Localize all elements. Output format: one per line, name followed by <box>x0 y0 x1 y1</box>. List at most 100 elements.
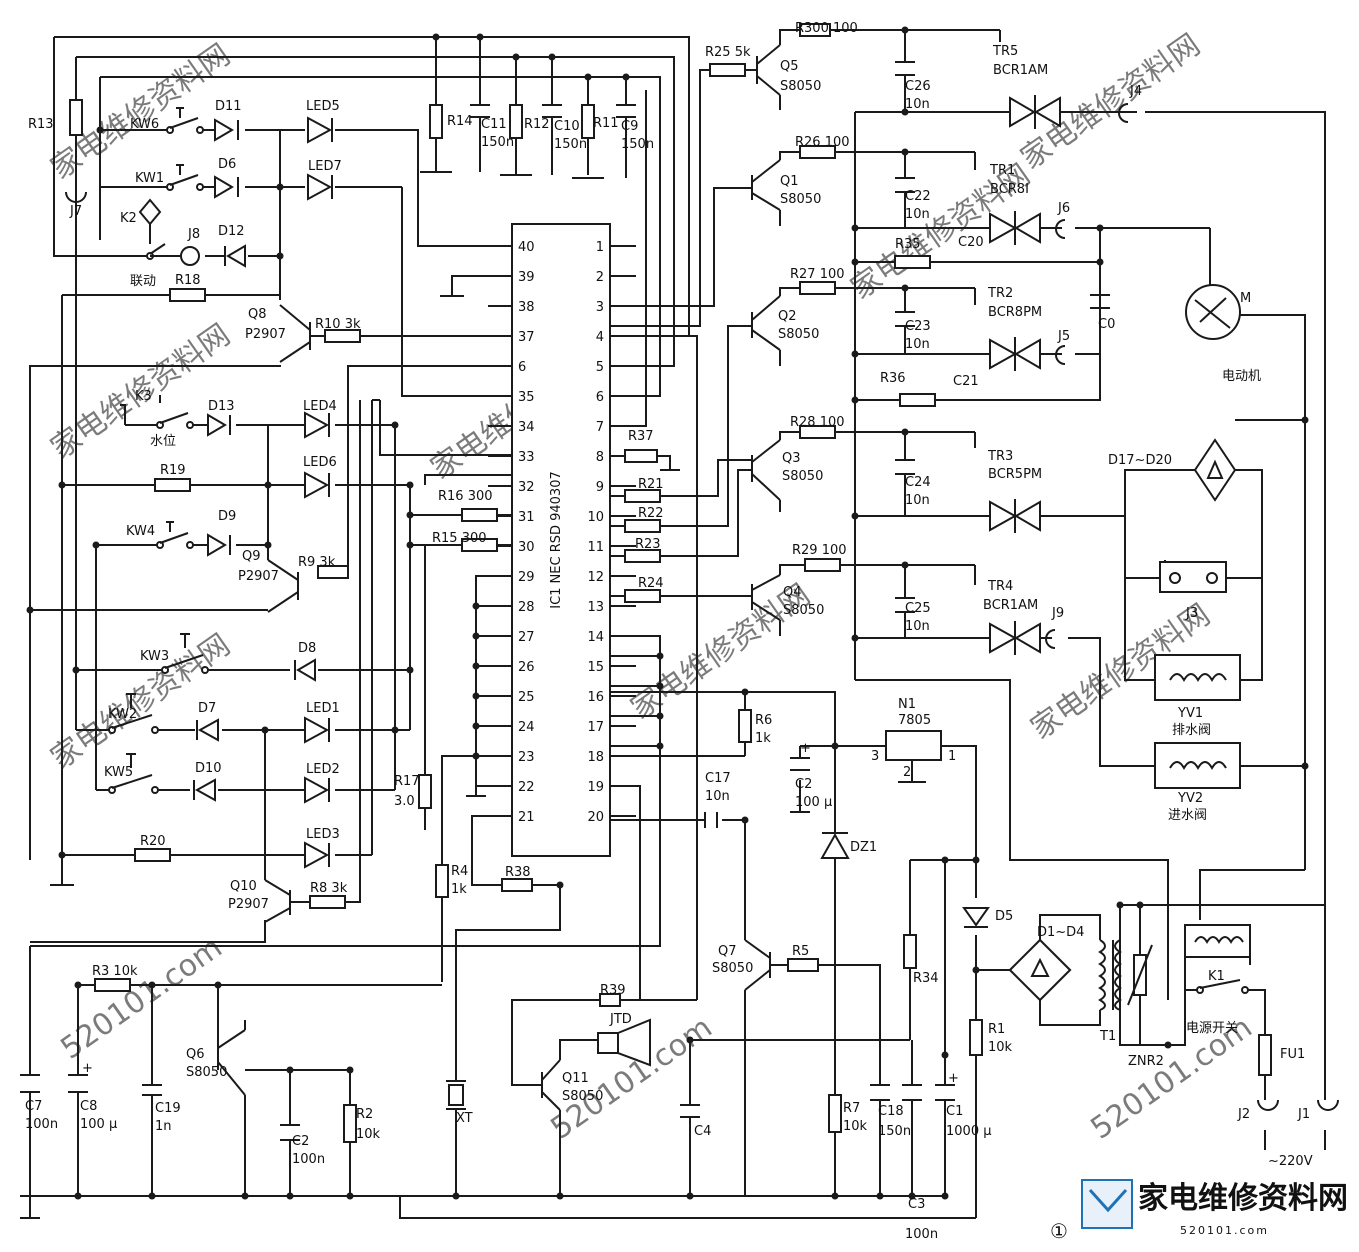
junction-dot <box>472 602 480 610</box>
label-led4: LED4 <box>303 399 337 414</box>
label-c2a: C2 <box>795 777 812 792</box>
junction-dot <box>406 666 414 674</box>
label-tr3: TR3 <box>987 449 1013 464</box>
label-power-switch: 电源开关 <box>1186 1021 1238 1036</box>
svg-text:家电维修资料网: 家电维修资料网 <box>1015 27 1207 176</box>
label-bcr1am-4: BCR1AM <box>983 598 1038 613</box>
junction-dot <box>476 33 484 41</box>
label-p2907-10: P2907 <box>228 897 269 912</box>
label-bcr5pm: BCR5PM <box>988 467 1042 482</box>
transistors <box>217 44 781 1111</box>
label-t1: T1 <box>1099 1029 1116 1044</box>
label-c18: C18 <box>878 1104 904 1119</box>
label-c26: C26 <box>905 79 931 94</box>
label-yv2: YV2 <box>1177 791 1203 806</box>
ic-pin-right-20: 20 <box>587 810 604 825</box>
label-s8050-5: S8050 <box>780 79 821 94</box>
label-s8050-1: S8050 <box>780 192 821 207</box>
ic-pin-left-6: 6 <box>518 360 526 375</box>
junction-dot <box>901 26 909 34</box>
junction-dot <box>972 966 980 974</box>
junction-dot <box>92 541 100 549</box>
label-r4v: 1k <box>451 882 467 897</box>
label-r25: R25 5k <box>705 45 751 60</box>
junction-dot <box>276 252 284 260</box>
r2 <box>343 1104 357 1143</box>
junction-dot <box>148 981 156 989</box>
junction-dot <box>1116 901 1124 909</box>
logo-url: 520101.com <box>1180 1224 1269 1237</box>
r300 <box>799 23 831 37</box>
labels: R13 J7 KW6 D11 LED5 KW1 D6 LED7 K2 J8 D1… <box>25 21 1313 1243</box>
label-tr2: TR2 <box>987 286 1013 301</box>
label-k2: K2 <box>120 211 137 226</box>
junction-dot <box>851 258 859 266</box>
label-s8050-7: S8050 <box>712 961 753 976</box>
junction-dot <box>972 856 980 864</box>
label-r5: R5 <box>792 944 809 959</box>
junction-dot <box>831 742 839 750</box>
junction-dot <box>1301 762 1309 770</box>
label-r17: R17 <box>394 774 420 789</box>
junction-dot <box>1136 901 1144 909</box>
capacitors: +++ <box>20 61 1110 1141</box>
label-yv1: YV1 <box>1177 706 1203 721</box>
ic-pin-left-32: 32 <box>518 480 535 495</box>
label-7805: 7805 <box>898 713 931 728</box>
junction-dot <box>851 224 859 232</box>
ic-pin-right-15: 15 <box>587 660 604 675</box>
label-bcr8i: BCR8I <box>990 182 1029 197</box>
label-c2b: C2 <box>292 1134 309 1149</box>
label-c1v: 1000 μ <box>946 1124 992 1139</box>
label-s8050-2: S8050 <box>778 327 819 342</box>
label-r1v: 10k <box>988 1040 1013 1055</box>
label-q1: Q1 <box>780 174 799 189</box>
r22 <box>624 519 661 533</box>
label-r12: R12 <box>524 117 550 132</box>
ic-pin-left-26: 26 <box>518 660 535 675</box>
label-r19: R19 <box>160 463 186 478</box>
label-c3: C3 <box>908 1197 925 1212</box>
ic-pin-left-30: 30 <box>518 540 535 555</box>
label-kw3: KW3 <box>140 649 169 664</box>
label-d10: D10 <box>195 761 222 776</box>
junction-dot <box>406 541 414 549</box>
r24 <box>624 589 661 603</box>
label-c18v: 150n <box>878 1124 911 1139</box>
junction-dot <box>941 1192 949 1200</box>
junction-dot <box>831 1192 839 1200</box>
r17 <box>418 774 432 809</box>
label-j8: J8 <box>187 227 200 242</box>
label-r36: R36 <box>880 371 906 386</box>
r12 <box>509 104 523 139</box>
label-j6: J6 <box>1057 201 1070 216</box>
r10 <box>324 329 361 343</box>
label-d5: D5 <box>995 909 1013 924</box>
label-c7v: 100n <box>25 1117 58 1132</box>
junction-dot <box>741 816 749 824</box>
r3 <box>94 978 131 992</box>
label-r3: R3 10k <box>92 964 138 979</box>
label-c4: C4 <box>694 1124 711 1139</box>
label-fu1: FU1 <box>1280 1047 1305 1062</box>
ic-pin-left-27: 27 <box>518 630 535 645</box>
label-d9: D9 <box>218 509 236 524</box>
label-d8: D8 <box>298 641 316 656</box>
label-c21: C21 <box>953 374 979 389</box>
label-kw6: KW6 <box>130 117 159 132</box>
label-c25v: 10n <box>905 619 930 634</box>
label-r8: R8 3k <box>310 881 348 896</box>
junction-dot <box>406 511 414 519</box>
label-r13: R13 <box>28 117 54 132</box>
r38 <box>501 878 533 892</box>
r6 <box>738 709 752 743</box>
junction-dot <box>686 1192 694 1200</box>
junction-dot <box>1096 258 1104 266</box>
r9 <box>317 565 349 579</box>
components: +++ <box>20 23 1339 1219</box>
junction-dot <box>241 1192 249 1200</box>
label-r300: R300 100 <box>795 21 858 36</box>
label-r29: R29 100 <box>792 543 847 558</box>
label-d17d20: D17~D20 <box>1108 453 1172 468</box>
